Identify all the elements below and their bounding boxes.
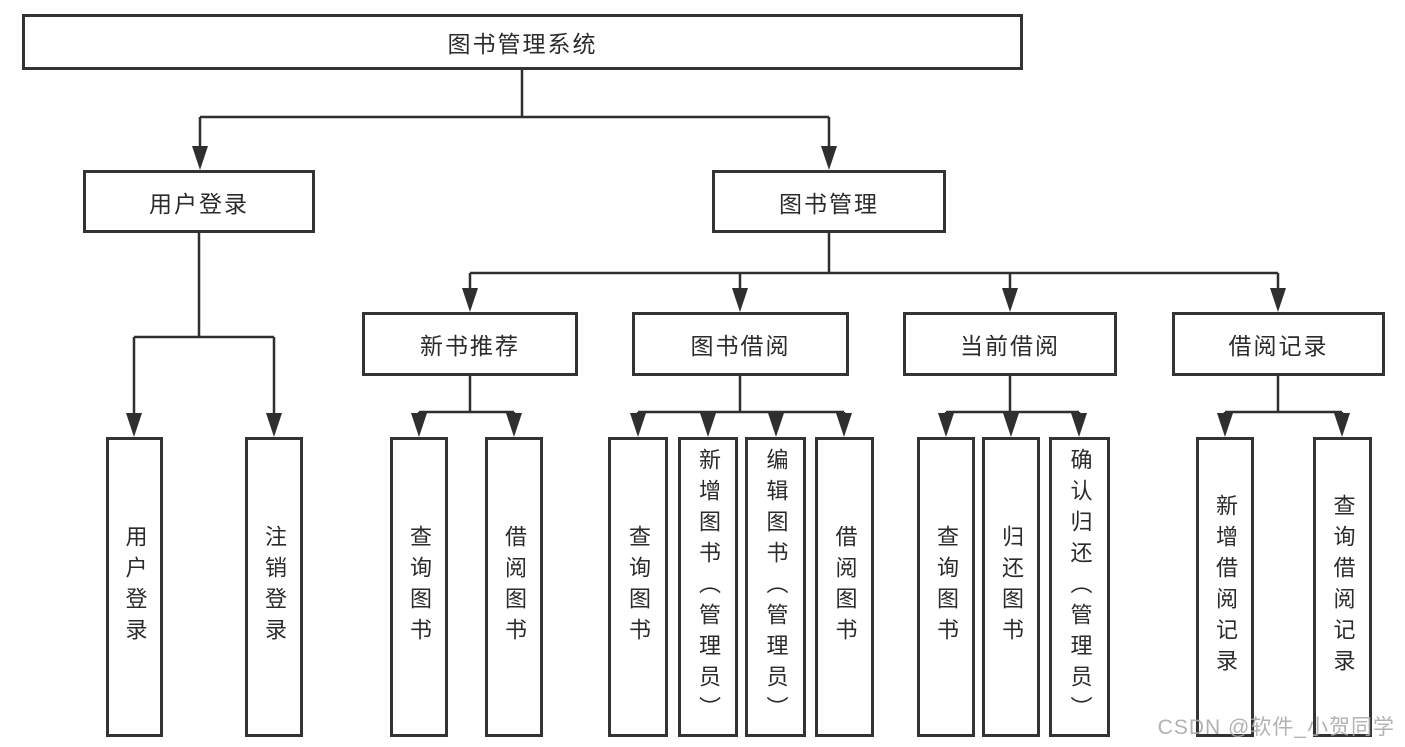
leaf-query-books-2-label: 查询图书 (626, 525, 651, 649)
node-book-management: 图书管理 (712, 170, 946, 233)
leaf-query-books-1-label: 查询图书 (407, 525, 432, 649)
connectors-book-mgmt-to-level3 (462, 233, 1286, 312)
leaf-query-borrow-record: 查询借阅记录 (1313, 437, 1372, 737)
connectors-book-borrow-to-leaves (630, 376, 852, 437)
leaf-query-borrow-record-label: 查询借阅记录 (1330, 494, 1356, 680)
node-new-book-recommend: 新书推荐 (362, 312, 578, 376)
node-root: 图书管理系统 (22, 14, 1023, 70)
leaf-add-borrow-record: 新增借阅记录 (1196, 437, 1254, 737)
node-user-login: 用户登录 (83, 170, 315, 233)
leaf-borrow-books-1-label: 借阅图书 (502, 525, 527, 649)
leaf-borrow-books-1: 借阅图书 (485, 437, 543, 737)
csdn-watermark: CSDN @软件_小贺同学 (1157, 716, 1395, 739)
leaf-return-book: 归还图书 (982, 437, 1040, 737)
leaf-add-book-admin: 新增图书（管理员） (678, 437, 738, 737)
connectors-new-book-rec-to-leaves (411, 376, 522, 437)
connectors-root-to-level2 (192, 69, 837, 170)
leaf-logout: 注销登录 (245, 437, 303, 737)
connectors-user-login-to-leaves (126, 233, 282, 437)
leaf-query-books-3-label: 查询图书 (934, 525, 959, 649)
connectors-borrow-record-to-leaves (1217, 376, 1350, 437)
leaf-borrow-books-2: 借阅图书 (815, 437, 874, 737)
node-borrow-records: 借阅记录 (1172, 312, 1385, 376)
leaf-query-books-1: 查询图书 (390, 437, 448, 737)
leaf-return-book-label: 归还图书 (999, 525, 1024, 649)
leaf-user-login: 用户登录 (106, 437, 163, 737)
leaf-query-books-2: 查询图书 (608, 437, 668, 737)
leaf-user-login-label: 用户登录 (122, 525, 148, 649)
leaf-edit-book-admin-label: 编辑图书（管理员） (763, 447, 789, 727)
connectors-current-borrow-to-leaves (938, 376, 1087, 437)
node-current-borrow: 当前借阅 (903, 312, 1117, 376)
leaf-add-book-admin-label: 新增图书（管理员） (696, 447, 721, 727)
leaf-confirm-return-admin: 确认归还（管理员） (1049, 437, 1110, 737)
leaf-borrow-books-2-label: 借阅图书 (832, 525, 858, 649)
node-book-borrow: 图书借阅 (632, 312, 849, 376)
leaf-add-borrow-record-label: 新增借阅记录 (1213, 494, 1238, 680)
leaf-logout-label: 注销登录 (262, 525, 287, 649)
leaf-query-books-3: 查询图书 (917, 437, 975, 737)
leaf-confirm-return-admin-label: 确认归还（管理员） (1067, 447, 1093, 727)
leaf-edit-book-admin: 编辑图书（管理员） (745, 437, 806, 737)
